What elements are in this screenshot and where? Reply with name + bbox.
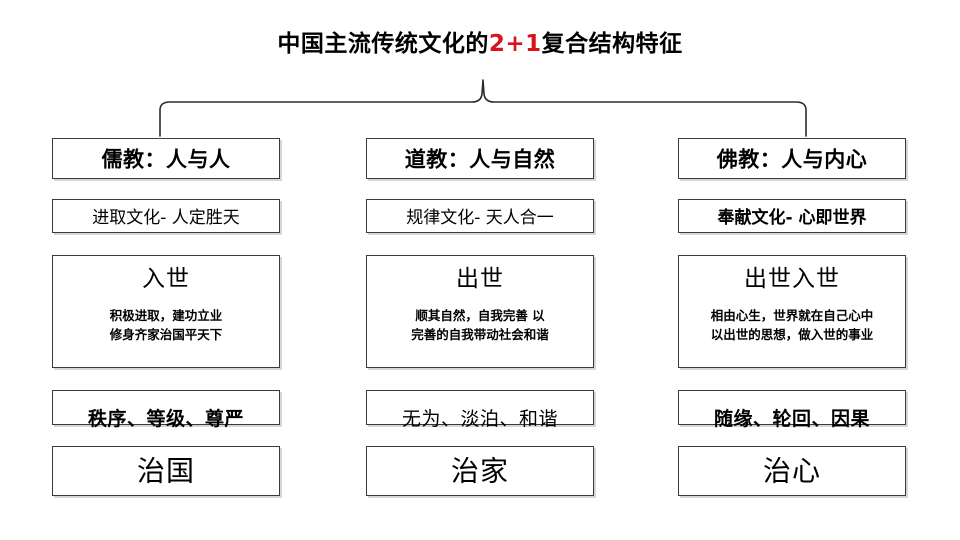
- column-subtitle-box[interactable]: 规律文化- 天人合一: [366, 199, 594, 233]
- column-keywords-box[interactable]: 秩序、等级、尊严: [52, 390, 280, 430]
- title-suffix: 复合结构特征: [541, 31, 683, 57]
- column-headline-label: 出世入世: [744, 266, 840, 292]
- column-header-box[interactable]: 儒教：人与人: [52, 138, 280, 179]
- column-headline-label: 出世: [456, 266, 504, 292]
- column-confucianism: 儒教：人与人 进取文化- 人定胜天 入世 积极进取，建功立业 修身齐家治国平天下…: [50, 0, 282, 540]
- column-subtitle-box[interactable]: 奉献文化- 心即世界: [678, 199, 906, 233]
- column-footer-label: 治国: [136, 454, 195, 488]
- column-header-box[interactable]: 佛教：人与内心: [678, 138, 906, 179]
- column-detail-text: 顺其自然，自我完善 以 完善的自我带动社会和谐: [371, 306, 589, 344]
- detail-line-1: 顺其自然，自我完善 以: [415, 308, 545, 323]
- column-headline-label: 入世: [142, 266, 190, 292]
- column-footer-label: 治心: [762, 454, 821, 488]
- title-prefix: 中国主流传统文化的: [277, 31, 489, 57]
- column-main-box[interactable]: 出世 顺其自然，自我完善 以 完善的自我带动社会和谐: [366, 255, 594, 368]
- column-subtitle-box[interactable]: 进取文化- 人定胜天: [52, 199, 280, 233]
- column-main-box[interactable]: 出世入世 相由心生，世界就在自己心中 以出世的思想，做入世的事业: [678, 255, 906, 368]
- column-main-box[interactable]: 入世 积极进取，建功立业 修身齐家治国平天下: [52, 255, 280, 368]
- column-header-label: 佛教：人与内心: [716, 146, 868, 171]
- column-keywords-label: 秩序、等级、尊严: [87, 408, 244, 430]
- column-taoism: 道教：人与自然 规律文化- 天人合一 出世 顺其自然，自我完善 以 完善的自我带…: [364, 0, 596, 540]
- column-buddhism: 佛教：人与内心 奉献文化- 心即世界 出世入世 相由心生，世界就在自己心中 以出…: [676, 0, 908, 540]
- column-subtitle-label: 奉献文化- 心即世界: [717, 207, 867, 228]
- column-keywords-label: 随缘、轮回、因果: [713, 408, 870, 430]
- column-subtitle-label: 进取文化- 人定胜天: [92, 207, 240, 228]
- detail-line-1: 积极进取，建功立业: [109, 308, 223, 323]
- column-footer-label: 治家: [450, 454, 509, 488]
- page-title: 中国主流传统文化的2+1复合结构特征: [0, 30, 960, 58]
- detail-line-2: 以出世的思想，做入世的事业: [710, 327, 874, 342]
- title-accent: 2+1: [488, 31, 542, 57]
- column-header-box[interactable]: 道教：人与自然: [366, 138, 594, 179]
- column-header-label: 道教：人与自然: [404, 146, 556, 171]
- column-subtitle-label: 规律文化- 天人合一: [406, 207, 554, 228]
- detail-line-2: 修身齐家治国平天下: [109, 327, 223, 342]
- curly-bracket-icon: [159, 79, 807, 137]
- column-keywords-box[interactable]: 无为、淡泊、和谐: [366, 390, 594, 430]
- column-footer-box[interactable]: 治心: [678, 446, 906, 496]
- detail-line-1: 相由心生，世界就在自己心中: [710, 308, 874, 323]
- column-keywords-box[interactable]: 随缘、轮回、因果: [678, 390, 906, 430]
- column-footer-box[interactable]: 治家: [366, 446, 594, 496]
- detail-line-2: 完善的自我带动社会和谐: [411, 327, 549, 342]
- column-detail-text: 相由心生，世界就在自己心中 以出世的思想，做入世的事业: [683, 306, 901, 344]
- column-header-label: 儒教：人与人: [101, 146, 231, 171]
- column-keywords-label: 无为、淡泊、和谐: [401, 408, 558, 430]
- column-footer-box[interactable]: 治国: [52, 446, 280, 496]
- column-detail-text: 积极进取，建功立业 修身齐家治国平天下: [57, 306, 275, 344]
